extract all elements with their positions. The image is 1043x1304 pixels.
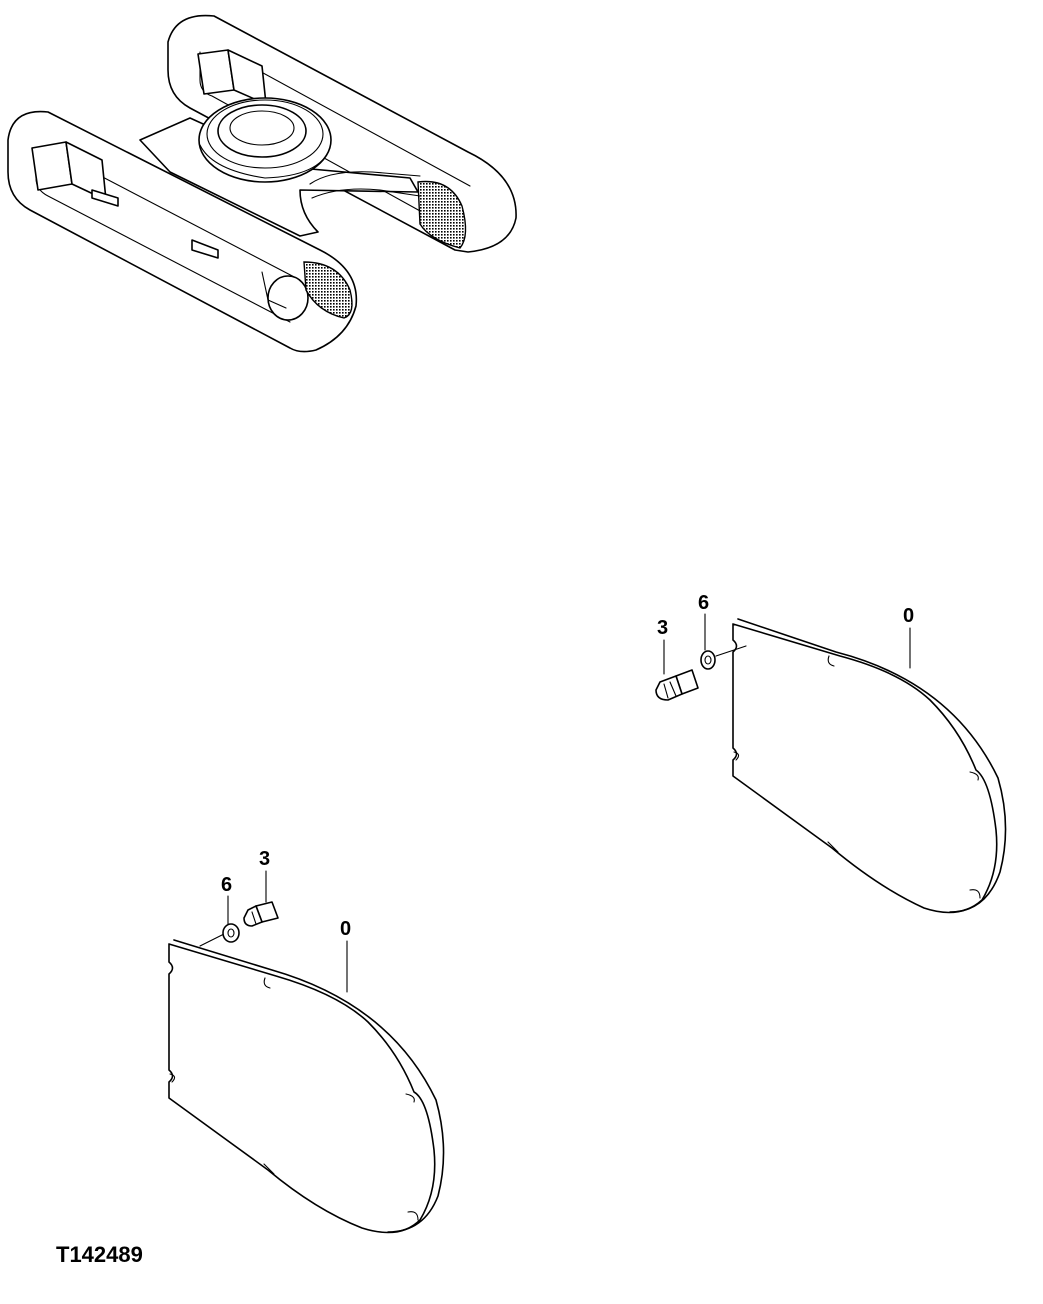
right-cover-notch [969, 889, 981, 899]
right-cover-notch [827, 841, 839, 853]
callout-right-bolt: 3 [657, 617, 668, 639]
right-hex-bolt [655, 669, 699, 701]
callout-left-cover: 0 [340, 918, 351, 940]
callout-left-bolt: 3 [259, 848, 270, 870]
left-cover-notch [263, 977, 271, 989]
right-cover-notch [969, 771, 979, 781]
right-cover-notch [733, 751, 740, 761]
left-cover-notch [169, 1073, 176, 1083]
left-hex-bolt [243, 901, 279, 927]
figure-id: T142489 [56, 1242, 143, 1267]
right-cover-notch [827, 655, 835, 667]
right-cover-assembly: 3 6 0 [655, 592, 1007, 914]
right-cover-plate [732, 623, 998, 914]
callout-right-cover: 0 [903, 605, 914, 627]
callout-left-washer: 6 [221, 874, 232, 896]
right-washer [700, 650, 716, 670]
left-cover-plate-edge [173, 939, 445, 1233]
left-cover-notch [263, 1163, 275, 1175]
right-cover-plate-edge [737, 618, 1007, 913]
left-cover-notch [405, 1093, 415, 1103]
left-cover-assembly: 3 6 0 [168, 848, 445, 1234]
callout-right-washer: 6 [698, 592, 709, 614]
left-cover-notch [407, 1211, 419, 1221]
left-washer [222, 923, 240, 943]
left-cover-plate [168, 943, 436, 1234]
undercarriage-locator-illustration [7, 14, 517, 353]
